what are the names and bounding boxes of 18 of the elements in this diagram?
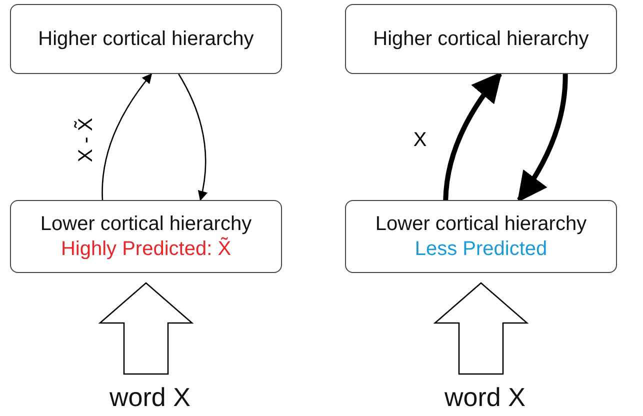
- box-title: Higher cortical hierarchy: [38, 26, 254, 52]
- input-label: word X: [444, 380, 526, 414]
- process-box: [345, 200, 617, 273]
- hollow-block-arrow: [433, 282, 529, 375]
- process-box: [10, 200, 282, 273]
- curved-arrow: [178, 74, 208, 201]
- hollow-block-arrow: [98, 282, 194, 375]
- prediction-status: Less Predicted: [414, 236, 548, 262]
- curved-arrow: [102, 73, 152, 200]
- curved-arrow: [443, 72, 502, 200]
- process-box: [10, 4, 282, 74]
- curved-arrow: [517, 74, 568, 202]
- prediction-status: Highly Predicted: X̃: [60, 236, 232, 262]
- input-label: word X: [110, 380, 190, 414]
- box-title: Lower cortical hierarchy: [40, 212, 252, 236]
- box-title: Higher cortical hierarchy: [373, 26, 589, 52]
- box-title: Lower cortical hierarchy: [375, 212, 587, 236]
- process-box: [345, 4, 617, 74]
